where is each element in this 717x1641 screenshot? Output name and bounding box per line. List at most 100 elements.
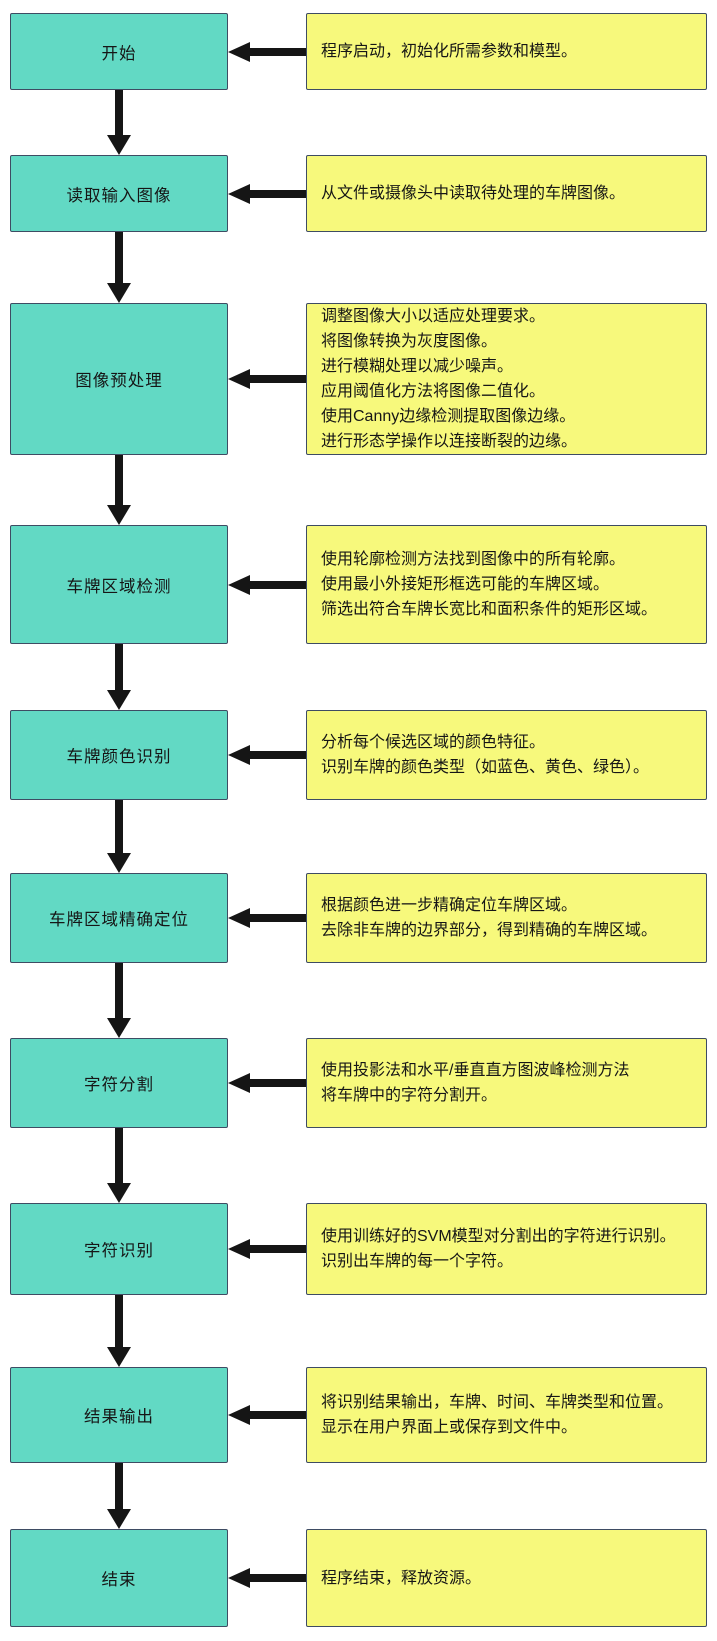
arrow-shaft bbox=[250, 375, 306, 383]
arrow-down-icon bbox=[107, 1509, 131, 1529]
flow-node-label: 图像预处理 bbox=[75, 372, 163, 390]
flow-connector-down bbox=[107, 800, 131, 873]
arrow-shaft bbox=[250, 914, 306, 922]
flow-connector-down bbox=[107, 90, 131, 155]
note-line: 识别车牌的颜色类型（如蓝色、黄色、绿色）。 bbox=[321, 759, 650, 776]
flow-node-plate-detect: 车牌区域检测 bbox=[10, 525, 228, 644]
flow-row-color-recognize: 车牌颜色识别 分析每个候选区域的颜色特征。 识别车牌的颜色类型（如蓝色、黄色、绿… bbox=[10, 710, 707, 800]
arrow-down-icon bbox=[107, 1018, 131, 1038]
arrow-down-icon bbox=[107, 690, 131, 710]
note-line: 将车牌中的字符分割开。 bbox=[321, 1087, 498, 1104]
arrow-shaft bbox=[115, 1463, 123, 1509]
arrow-down-icon bbox=[107, 853, 131, 873]
flow-node-result-output: 结果输出 bbox=[10, 1367, 228, 1463]
note-line: 进行形态学操作以连接断裂的边缘。 bbox=[321, 433, 578, 450]
flow-node-char-segment: 字符分割 bbox=[10, 1038, 228, 1128]
note-line: 程序结束，释放资源。 bbox=[321, 1569, 482, 1587]
arrow-shaft bbox=[115, 800, 123, 853]
flow-row-precise-locate: 车牌区域精确定位 根据颜色进一步精确定位车牌区域。 去除非车牌的边界部分，得到精… bbox=[10, 873, 707, 963]
flow-node-label: 开始 bbox=[101, 44, 137, 63]
flow-connector-down bbox=[107, 644, 131, 710]
flow-connector-down bbox=[107, 1128, 131, 1203]
flow-row-preprocess: 图像预处理 调整图像大小以适应处理要求。 将图像转换为灰度图像。 进行模糊处理以… bbox=[10, 303, 707, 455]
note-box: 使用训练好的SVM模型对分割出的字符进行识别。 识别出车牌的每一个字符。 bbox=[306, 1203, 707, 1295]
arrow-shaft bbox=[115, 963, 123, 1018]
arrow-left-icon bbox=[228, 1239, 250, 1259]
note-line: 分析每个候选区域的颜色特征。 bbox=[321, 734, 546, 751]
note-arrow bbox=[228, 873, 306, 963]
arrow-shaft bbox=[250, 1574, 306, 1582]
note-line: 程序启动，初始化所需参数和模型。 bbox=[321, 43, 578, 60]
flow-node-label: 读取输入图像 bbox=[66, 186, 172, 205]
flow-row-char-recognize: 字符识别 使用训练好的SVM模型对分割出的字符进行识别。 识别出车牌的每一个字符… bbox=[10, 1203, 707, 1295]
note-line: 将识别结果输出，车牌、时间、车牌类型和位置。 bbox=[321, 1394, 674, 1411]
note-box: 从文件或摄像头中读取待处理的车牌图像。 bbox=[306, 155, 707, 232]
note-box: 使用轮廓检测方法找到图像中的所有轮廓。 使用最小外接矩形框选可能的车牌区域。 筛… bbox=[306, 525, 707, 644]
flow-row-plate-detect: 车牌区域检测 使用轮廓检测方法找到图像中的所有轮廓。 使用最小外接矩形框选可能的… bbox=[10, 525, 707, 644]
note-line: 调整图像大小以适应处理要求。 bbox=[321, 308, 546, 325]
note-box: 根据颜色进一步精确定位车牌区域。 去除非车牌的边界部分，得到精确的车牌区域。 bbox=[306, 873, 707, 963]
note-box: 使用投影法和水平/垂直直方图波峰检测方法 将车牌中的字符分割开。 bbox=[306, 1038, 707, 1128]
flow-connector-down bbox=[107, 232, 131, 303]
note-line: 使用Canny边缘检测提取图像边缘。 bbox=[321, 408, 576, 425]
note-arrow bbox=[228, 1038, 306, 1128]
arrow-left-icon bbox=[228, 183, 250, 204]
note-line: 根据颜色进一步精确定位车牌区域。 bbox=[321, 897, 578, 914]
arrow-shaft bbox=[250, 47, 306, 56]
note-box: 程序结束，释放资源。 bbox=[306, 1529, 707, 1627]
note-box: 程序启动，初始化所需参数和模型。 bbox=[306, 13, 707, 90]
note-arrow bbox=[228, 303, 306, 455]
flow-node-end: 结束 bbox=[10, 1529, 228, 1627]
flow-node-label: 车牌区域检测 bbox=[66, 577, 172, 596]
note-line: 进行模糊处理以减少噪声。 bbox=[321, 358, 514, 375]
flow-row-result-output: 结果输出 将识别结果输出，车牌、时间、车牌类型和位置。 显示在用户界面上或保存到… bbox=[10, 1367, 707, 1463]
flow-node-char-recognize: 字符识别 bbox=[10, 1203, 228, 1295]
arrow-shaft bbox=[115, 455, 123, 505]
flow-connector-down bbox=[107, 455, 131, 525]
note-box: 分析每个候选区域的颜色特征。 识别车牌的颜色类型（如蓝色、黄色、绿色）。 bbox=[306, 710, 707, 800]
flow-node-label: 结束 bbox=[101, 1571, 137, 1589]
arrow-left-icon bbox=[228, 908, 250, 928]
flow-node-label: 结果输出 bbox=[84, 1408, 154, 1426]
arrow-down-icon bbox=[107, 1183, 131, 1203]
flow-node-label: 车牌颜色识别 bbox=[66, 748, 172, 766]
arrow-shaft bbox=[115, 644, 123, 690]
note-line: 从文件或摄像头中读取待处理的车牌图像。 bbox=[321, 185, 626, 202]
arrow-down-icon bbox=[107, 1347, 131, 1367]
note-line: 将图像转换为灰度图像。 bbox=[321, 333, 498, 350]
note-arrow bbox=[228, 525, 306, 644]
note-arrow bbox=[228, 1367, 306, 1463]
note-line: 应用阈值化方法将图像二值化。 bbox=[321, 383, 546, 400]
flow-row-end: 结束 程序结束，释放资源。 bbox=[10, 1529, 707, 1627]
arrow-shaft bbox=[250, 1411, 306, 1419]
flow-node-label: 字符分割 bbox=[84, 1076, 154, 1094]
note-arrow bbox=[228, 1203, 306, 1295]
arrow-shaft bbox=[115, 232, 123, 283]
arrow-shaft bbox=[115, 1295, 123, 1347]
arrow-left-icon bbox=[228, 1073, 250, 1093]
flow-connector-down bbox=[107, 1295, 131, 1367]
arrow-shaft bbox=[250, 1079, 306, 1087]
note-box: 将识别结果输出，车牌、时间、车牌类型和位置。 显示在用户界面上或保存到文件中。 bbox=[306, 1367, 707, 1463]
note-arrow bbox=[228, 155, 306, 232]
flow-row-start: 开始 程序启动，初始化所需参数和模型。 bbox=[10, 13, 707, 90]
flow-row-read-image: 读取输入图像 从文件或摄像头中读取待处理的车牌图像。 bbox=[10, 155, 707, 232]
arrow-left-icon bbox=[228, 41, 250, 62]
arrow-shaft bbox=[115, 90, 123, 135]
note-arrow bbox=[228, 710, 306, 800]
note-arrow bbox=[228, 13, 306, 90]
arrow-down-icon bbox=[107, 283, 131, 303]
flow-node-color-recognize: 车牌颜色识别 bbox=[10, 710, 228, 800]
arrow-down-icon bbox=[107, 135, 131, 155]
arrow-left-icon bbox=[228, 1568, 250, 1588]
note-box: 调整图像大小以适应处理要求。 将图像转换为灰度图像。 进行模糊处理以减少噪声。 … bbox=[306, 303, 707, 455]
arrow-down-icon bbox=[107, 505, 131, 525]
note-line: 识别出车牌的每一个字符。 bbox=[321, 1253, 514, 1270]
flow-connector-down bbox=[107, 963, 131, 1038]
arrow-shaft bbox=[115, 1128, 123, 1183]
note-line: 使用最小外接矩形框选可能的车牌区域。 bbox=[321, 576, 610, 593]
note-arrow bbox=[228, 1529, 306, 1627]
flow-node-preprocess: 图像预处理 bbox=[10, 303, 228, 455]
arrow-left-icon bbox=[228, 574, 250, 595]
